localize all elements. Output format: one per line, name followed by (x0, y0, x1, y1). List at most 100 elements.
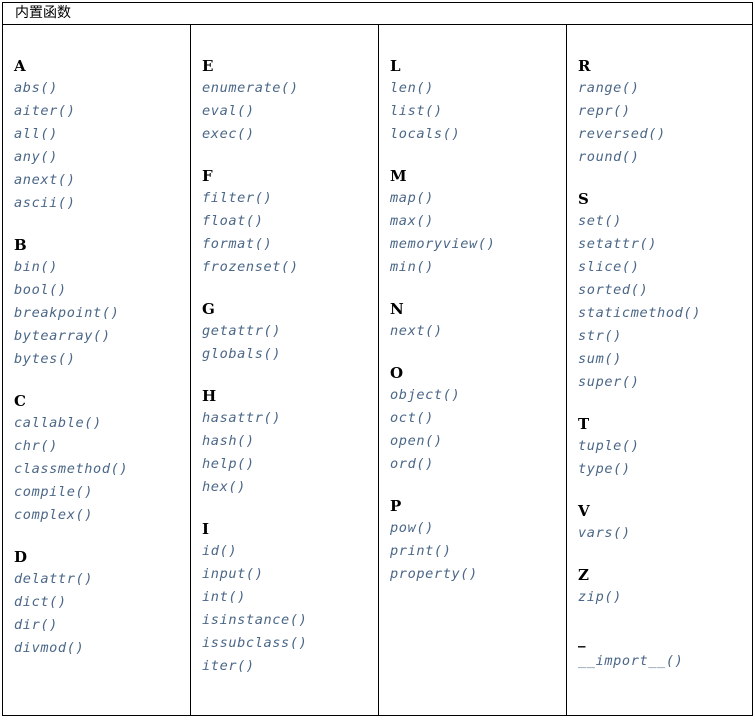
function-link[interactable]: delattr() (14, 571, 94, 587)
group-letter: M (390, 167, 407, 185)
function-link[interactable]: object() (390, 387, 461, 403)
function-link[interactable]: range() (578, 80, 640, 96)
function-link[interactable]: breakpoint() (14, 305, 120, 321)
function-link[interactable]: open() (390, 433, 443, 449)
function-link[interactable]: bin() (14, 259, 58, 275)
function-link[interactable]: hash() (202, 433, 255, 449)
function-link[interactable]: pow() (390, 520, 434, 536)
group-letter: I (202, 520, 210, 538)
function-link[interactable]: float() (202, 213, 264, 229)
function-link[interactable]: hex() (202, 479, 246, 495)
function-link[interactable]: eval() (202, 103, 255, 119)
function-link[interactable]: type() (578, 461, 631, 477)
function-link[interactable]: aiter() (14, 103, 76, 119)
function-link[interactable]: anext() (14, 172, 76, 188)
function-link[interactable]: len() (390, 80, 434, 96)
function-link[interactable]: repr() (578, 103, 631, 119)
function-link[interactable]: id() (202, 543, 238, 559)
function-link[interactable]: staticmethod() (578, 305, 701, 321)
function-link[interactable]: super() (578, 374, 640, 390)
function-link[interactable]: issubclass() (202, 635, 308, 651)
group-letter: _ (578, 630, 586, 648)
function-link[interactable]: memoryview() (390, 236, 496, 252)
function-link[interactable]: help() (202, 456, 255, 472)
function-link[interactable]: bytes() (14, 351, 76, 367)
function-link[interactable]: compile() (14, 484, 94, 500)
group-letter: L (390, 57, 401, 75)
function-link[interactable]: map() (390, 190, 434, 206)
function-link[interactable]: zip() (578, 589, 622, 605)
function-link[interactable]: locals() (390, 126, 461, 142)
function-link[interactable]: ascii() (14, 195, 76, 211)
function-link[interactable]: min() (390, 259, 434, 275)
function-link[interactable]: iter() (202, 658, 255, 674)
function-link[interactable]: property() (390, 566, 478, 582)
group-letter: D (14, 548, 28, 566)
function-link[interactable]: reversed() (578, 126, 666, 142)
function-link[interactable]: all() (14, 126, 58, 142)
function-link[interactable]: int() (202, 589, 246, 605)
group-letter: S (578, 190, 589, 208)
function-link[interactable]: complex() (14, 507, 94, 523)
function-link[interactable]: dict() (14, 594, 67, 610)
function-link[interactable]: str() (578, 328, 622, 344)
group-letter: A (14, 57, 26, 75)
function-link[interactable]: classmethod() (14, 461, 129, 477)
function-link[interactable]: oct() (390, 410, 434, 426)
function-link[interactable]: round() (578, 149, 640, 165)
function-link[interactable]: slice() (578, 259, 640, 275)
function-link[interactable]: hasattr() (202, 410, 282, 426)
function-link[interactable]: globals() (202, 346, 282, 362)
function-link[interactable]: enumerate() (202, 80, 299, 96)
function-link[interactable]: next() (390, 323, 443, 339)
function-link[interactable]: any() (14, 149, 58, 165)
function-link[interactable]: sorted() (578, 282, 649, 298)
function-link[interactable]: set() (578, 213, 622, 229)
group-letter: V (578, 502, 590, 520)
function-link[interactable]: vars() (578, 525, 631, 541)
function-link[interactable]: divmod() (14, 640, 85, 656)
function-link[interactable]: filter() (202, 190, 273, 206)
function-link[interactable]: bool() (14, 282, 67, 298)
function-link[interactable]: abs() (14, 80, 58, 96)
function-link[interactable]: ord() (390, 456, 434, 472)
function-link[interactable]: callable() (14, 415, 102, 431)
function-link[interactable]: tuple() (578, 438, 640, 454)
function-link[interactable]: max() (390, 213, 434, 229)
function-link[interactable]: __import__() (578, 653, 684, 669)
function-link[interactable]: chr() (14, 438, 58, 454)
function-link[interactable]: frozenset() (202, 259, 299, 275)
group-letter: G (202, 300, 215, 318)
function-link[interactable]: print() (390, 543, 452, 559)
table-title: 内置函数 (15, 5, 71, 21)
function-link[interactable]: getattr() (202, 323, 282, 339)
function-link[interactable]: setattr() (578, 236, 658, 252)
function-link[interactable]: input() (202, 566, 264, 582)
function-link[interactable]: exec() (202, 126, 255, 142)
group-letter: C (14, 392, 26, 410)
group-letter: F (202, 167, 213, 185)
function-link[interactable]: isinstance() (202, 612, 308, 628)
function-link[interactable]: list() (390, 103, 443, 119)
function-link[interactable]: bytearray() (14, 328, 111, 344)
function-link[interactable]: format() (202, 236, 273, 252)
function-link[interactable]: dir() (14, 617, 58, 633)
function-link[interactable]: sum() (578, 351, 622, 367)
